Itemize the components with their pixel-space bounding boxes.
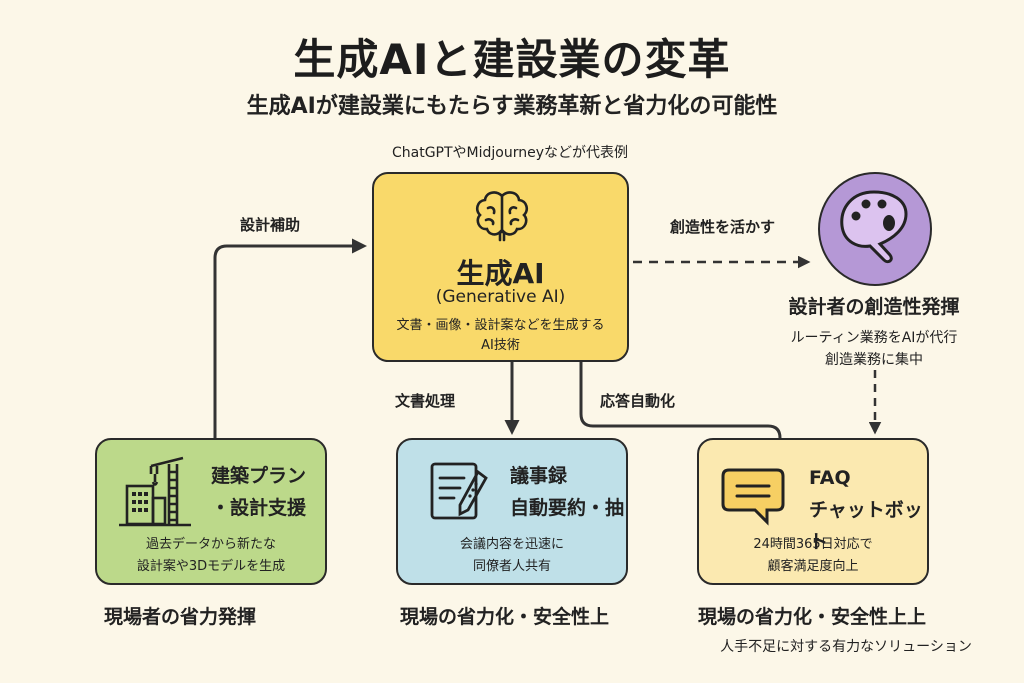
card-title: 議事録 自動要約・抽 bbox=[510, 460, 624, 524]
construction-crane-icon bbox=[119, 456, 191, 527]
card-desc-line1: 過去データから新たな bbox=[145, 537, 276, 552]
designer-desc: ルーティン業務をAIが代行 創造業務に集中 bbox=[740, 327, 1008, 371]
card-title-line2: チャットボット bbox=[809, 499, 923, 553]
palette-icon bbox=[840, 190, 908, 264]
card-title-line2: 自動要約・抽 bbox=[510, 497, 625, 519]
card-title-line1: FAQ bbox=[809, 467, 851, 489]
card-title: 建築プラン ・設計支援 bbox=[211, 460, 306, 524]
central-caption: ChatGPTやMidjourneyなどが代表例 bbox=[391, 145, 629, 161]
card-desc: 24時間365日対応で 顧客満足度向上 bbox=[699, 534, 927, 578]
page-title: 生成AIと建設業の変革 bbox=[293, 35, 731, 84]
designer-desc-line1: ルーティン業務をAIが代行 bbox=[790, 330, 958, 346]
card-desc-line2: 設計案や3Dモデルを生成 bbox=[136, 559, 286, 574]
card-desc: 過去データから新たな 設計案や3Dモデルを生成 bbox=[97, 534, 325, 578]
design-support-label: 設計補助 bbox=[240, 216, 301, 234]
card-desc-line1: 24時間365日対応で bbox=[753, 537, 873, 552]
card-footer-3: 現場の省力化・安全性上上 bbox=[698, 606, 927, 628]
card-title-line1: 建築プラン bbox=[211, 465, 307, 487]
central-english: (Generative AI) bbox=[435, 287, 566, 307]
card-footer-2: 現場の省力化・安全性上 bbox=[400, 606, 610, 628]
central-desc-line2: AI技術 bbox=[481, 338, 520, 353]
response-automation-label: 応答自動化 bbox=[600, 392, 676, 410]
card-faq-chatbot: FAQ チャットボット 24時間365日対応で 顧客満足度向上 bbox=[697, 438, 929, 585]
card-title-line2: ・設計支援 bbox=[211, 497, 307, 519]
designer-desc-line2: 創造業務に集中 bbox=[825, 352, 923, 368]
card-title-line1: 議事録 bbox=[510, 465, 568, 487]
designer-circle bbox=[818, 172, 932, 286]
central-desc: 文書・画像・設計案などを生成する AI技術 bbox=[374, 316, 627, 356]
card-desc-line2: 顧客満足度向上 bbox=[767, 559, 859, 574]
chat-bubble-icon bbox=[721, 468, 785, 526]
design-support-arrow bbox=[213, 238, 367, 440]
card-desc-line1: 会議内容を迅速に bbox=[459, 537, 564, 552]
brain-icon bbox=[475, 191, 529, 242]
designer-title: 設計者の創造性発揮 bbox=[788, 296, 960, 318]
card-title: FAQ チャットボット bbox=[809, 462, 927, 558]
card-footer-3-sub: 人手不足に対する有力なソリューション bbox=[720, 639, 972, 655]
card-design-support: 建築プラン ・設計支援 過去データから新たな 設計案や3Dモデルを生成 bbox=[95, 438, 327, 585]
response-automation-line bbox=[579, 362, 782, 439]
central-name: 生成AI bbox=[456, 257, 545, 290]
generative-ai-box: 生成AI (Generative AI) 文書・画像・設計案などを生成する AI… bbox=[372, 172, 629, 362]
document-processing-label: 文書処理 bbox=[395, 392, 456, 410]
central-desc-line1: 文書・画像・設計案などを生成する bbox=[396, 318, 605, 333]
creativity-label: 創造性を活かす bbox=[670, 218, 776, 236]
card-footer-1: 現場者の省力発揮 bbox=[104, 606, 257, 628]
card-desc-line2: 同僚者人共有 bbox=[472, 559, 551, 574]
page-subtitle: 生成AIが建設業にもたらす業務革新と省力化の可能性 bbox=[246, 94, 778, 119]
card-minutes: 議事録 自動要約・抽 会議内容を迅速に 同僚者人共有 bbox=[396, 438, 628, 585]
document-pen-icon bbox=[430, 462, 488, 520]
card-desc: 会議内容を迅速に 同僚者人共有 bbox=[398, 534, 626, 578]
